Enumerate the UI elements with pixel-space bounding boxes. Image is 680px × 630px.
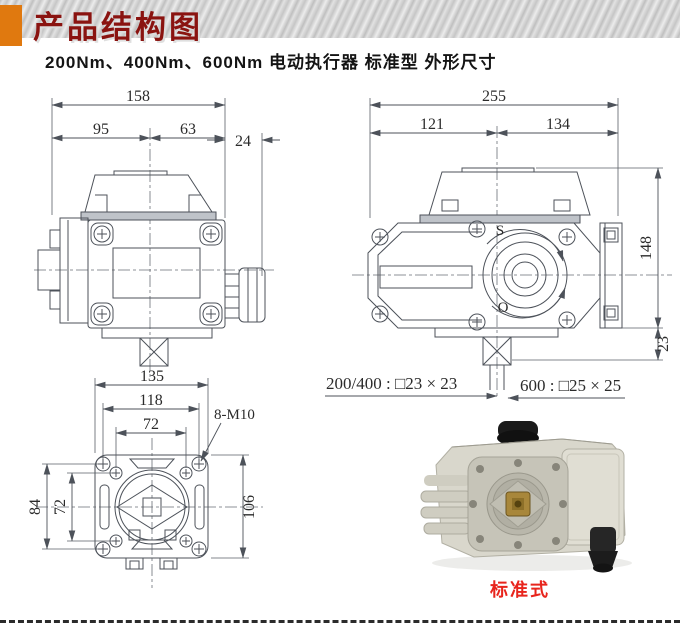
bolt-hole-icon	[95, 456, 111, 472]
rotation-arrow-icon	[486, 229, 564, 262]
dim-label: 118	[139, 392, 162, 409]
bottom-dim-inner-height: 72	[52, 472, 112, 542]
position-indicator-dial: S O	[482, 223, 568, 319]
side-dim-height: 148	[536, 167, 663, 329]
output-shaft	[101, 327, 213, 367]
header-banner	[0, 0, 680, 38]
bolt-hole-icon	[179, 534, 193, 548]
dim-label: 24	[235, 133, 251, 150]
cable-gland	[224, 267, 266, 323]
screw-icon	[558, 228, 576, 246]
centerlines	[352, 126, 672, 398]
flange-cutouts	[99, 458, 205, 570]
end-cap	[599, 222, 623, 329]
screw-icon	[468, 220, 486, 238]
screw-icon	[199, 222, 223, 246]
centerlines	[34, 128, 274, 378]
side-dim-total: 255	[369, 88, 619, 218]
bottom-dim-outer-height: 84	[27, 463, 98, 550]
side-dim-split: 121 134	[369, 116, 619, 137]
top-cover	[419, 167, 591, 224]
screw-icon	[90, 222, 114, 246]
screw-icon	[199, 302, 223, 326]
nameplate-panel	[112, 247, 201, 299]
photo-caption: 标准式	[490, 580, 550, 600]
bottom-dim-outer-span: 118	[102, 392, 200, 459]
front-dim-split: 95 63	[51, 121, 226, 142]
side-dim-shaft: 23	[512, 327, 672, 361]
bolt-hole-icon	[179, 466, 193, 480]
page-title: 产品结构图	[33, 10, 203, 45]
cable-gland-photo	[588, 527, 618, 573]
drive-square-photo	[505, 491, 531, 517]
dim-label: 121	[420, 116, 444, 133]
bolt-hole-icon	[191, 541, 207, 557]
dim-label: 148	[638, 236, 655, 260]
dim-label: 255	[482, 88, 506, 105]
screw-icon	[558, 311, 576, 329]
output-shaft	[434, 327, 559, 390]
bottom-dim-inner-span: 72	[115, 416, 187, 468]
mounting-flange	[94, 454, 209, 559]
bolt-hole-icon	[95, 541, 111, 557]
shaft-spec-600: 600 : □25 × 25	[520, 376, 621, 395]
front-dim-total: 158	[51, 88, 226, 218]
dial-mark-open: O	[498, 300, 509, 316]
screw-icon	[468, 313, 486, 331]
shaft-spec-200-400: 200/400 : □23 × 23	[326, 374, 457, 393]
dim-label: 158	[126, 88, 150, 105]
screw-icon	[90, 302, 114, 326]
rotation-arrow-icon	[491, 287, 566, 319]
dim-label: 134	[546, 116, 570, 133]
side-view-drawing: 255 121 134	[325, 88, 672, 402]
bottom-divider	[0, 620, 680, 623]
front-dim-gland: 24	[207, 133, 280, 276]
thread-callout: 8-M10	[200, 407, 255, 462]
dial-mark-shut: S	[496, 223, 504, 239]
top-cover	[80, 170, 217, 221]
shaft-spec-notes: 200/400 : □23 × 23 600 : □25 × 25	[325, 374, 625, 402]
thread-callout-label: 8-M10	[214, 407, 255, 423]
bottom-dim-flange-height: 106	[211, 454, 258, 559]
centerlines	[36, 438, 263, 588]
dim-label: 23	[655, 336, 672, 352]
drawing-subtitle: 200Nm、400Nm、600Nm 电动执行器 标准型 外形尺寸	[45, 53, 497, 72]
dim-label: 63	[180, 121, 196, 138]
dim-label: 135	[140, 368, 164, 385]
cooling-ribs	[420, 475, 472, 535]
dim-label: 72	[143, 416, 159, 433]
actuator-body	[87, 219, 226, 329]
bottom-view-drawing: 135 118 72 8-M10	[27, 368, 263, 588]
dim-label: 95	[93, 121, 109, 138]
left-flange	[37, 217, 89, 324]
dim-label: 72	[52, 499, 69, 515]
front-view-drawing: 158 95 63 24	[34, 88, 280, 378]
bottom-dim-flange-width: 135	[94, 368, 209, 453]
bolt-hole-icon	[191, 456, 207, 472]
dim-label: 106	[241, 495, 258, 519]
body-inner-detail	[377, 231, 482, 321]
drive-socket	[114, 469, 190, 545]
dim-label: 84	[27, 499, 44, 515]
screw-icon	[371, 228, 389, 246]
orange-accent-block	[0, 5, 22, 46]
product-photo	[420, 421, 632, 573]
screw-icon	[371, 305, 389, 323]
